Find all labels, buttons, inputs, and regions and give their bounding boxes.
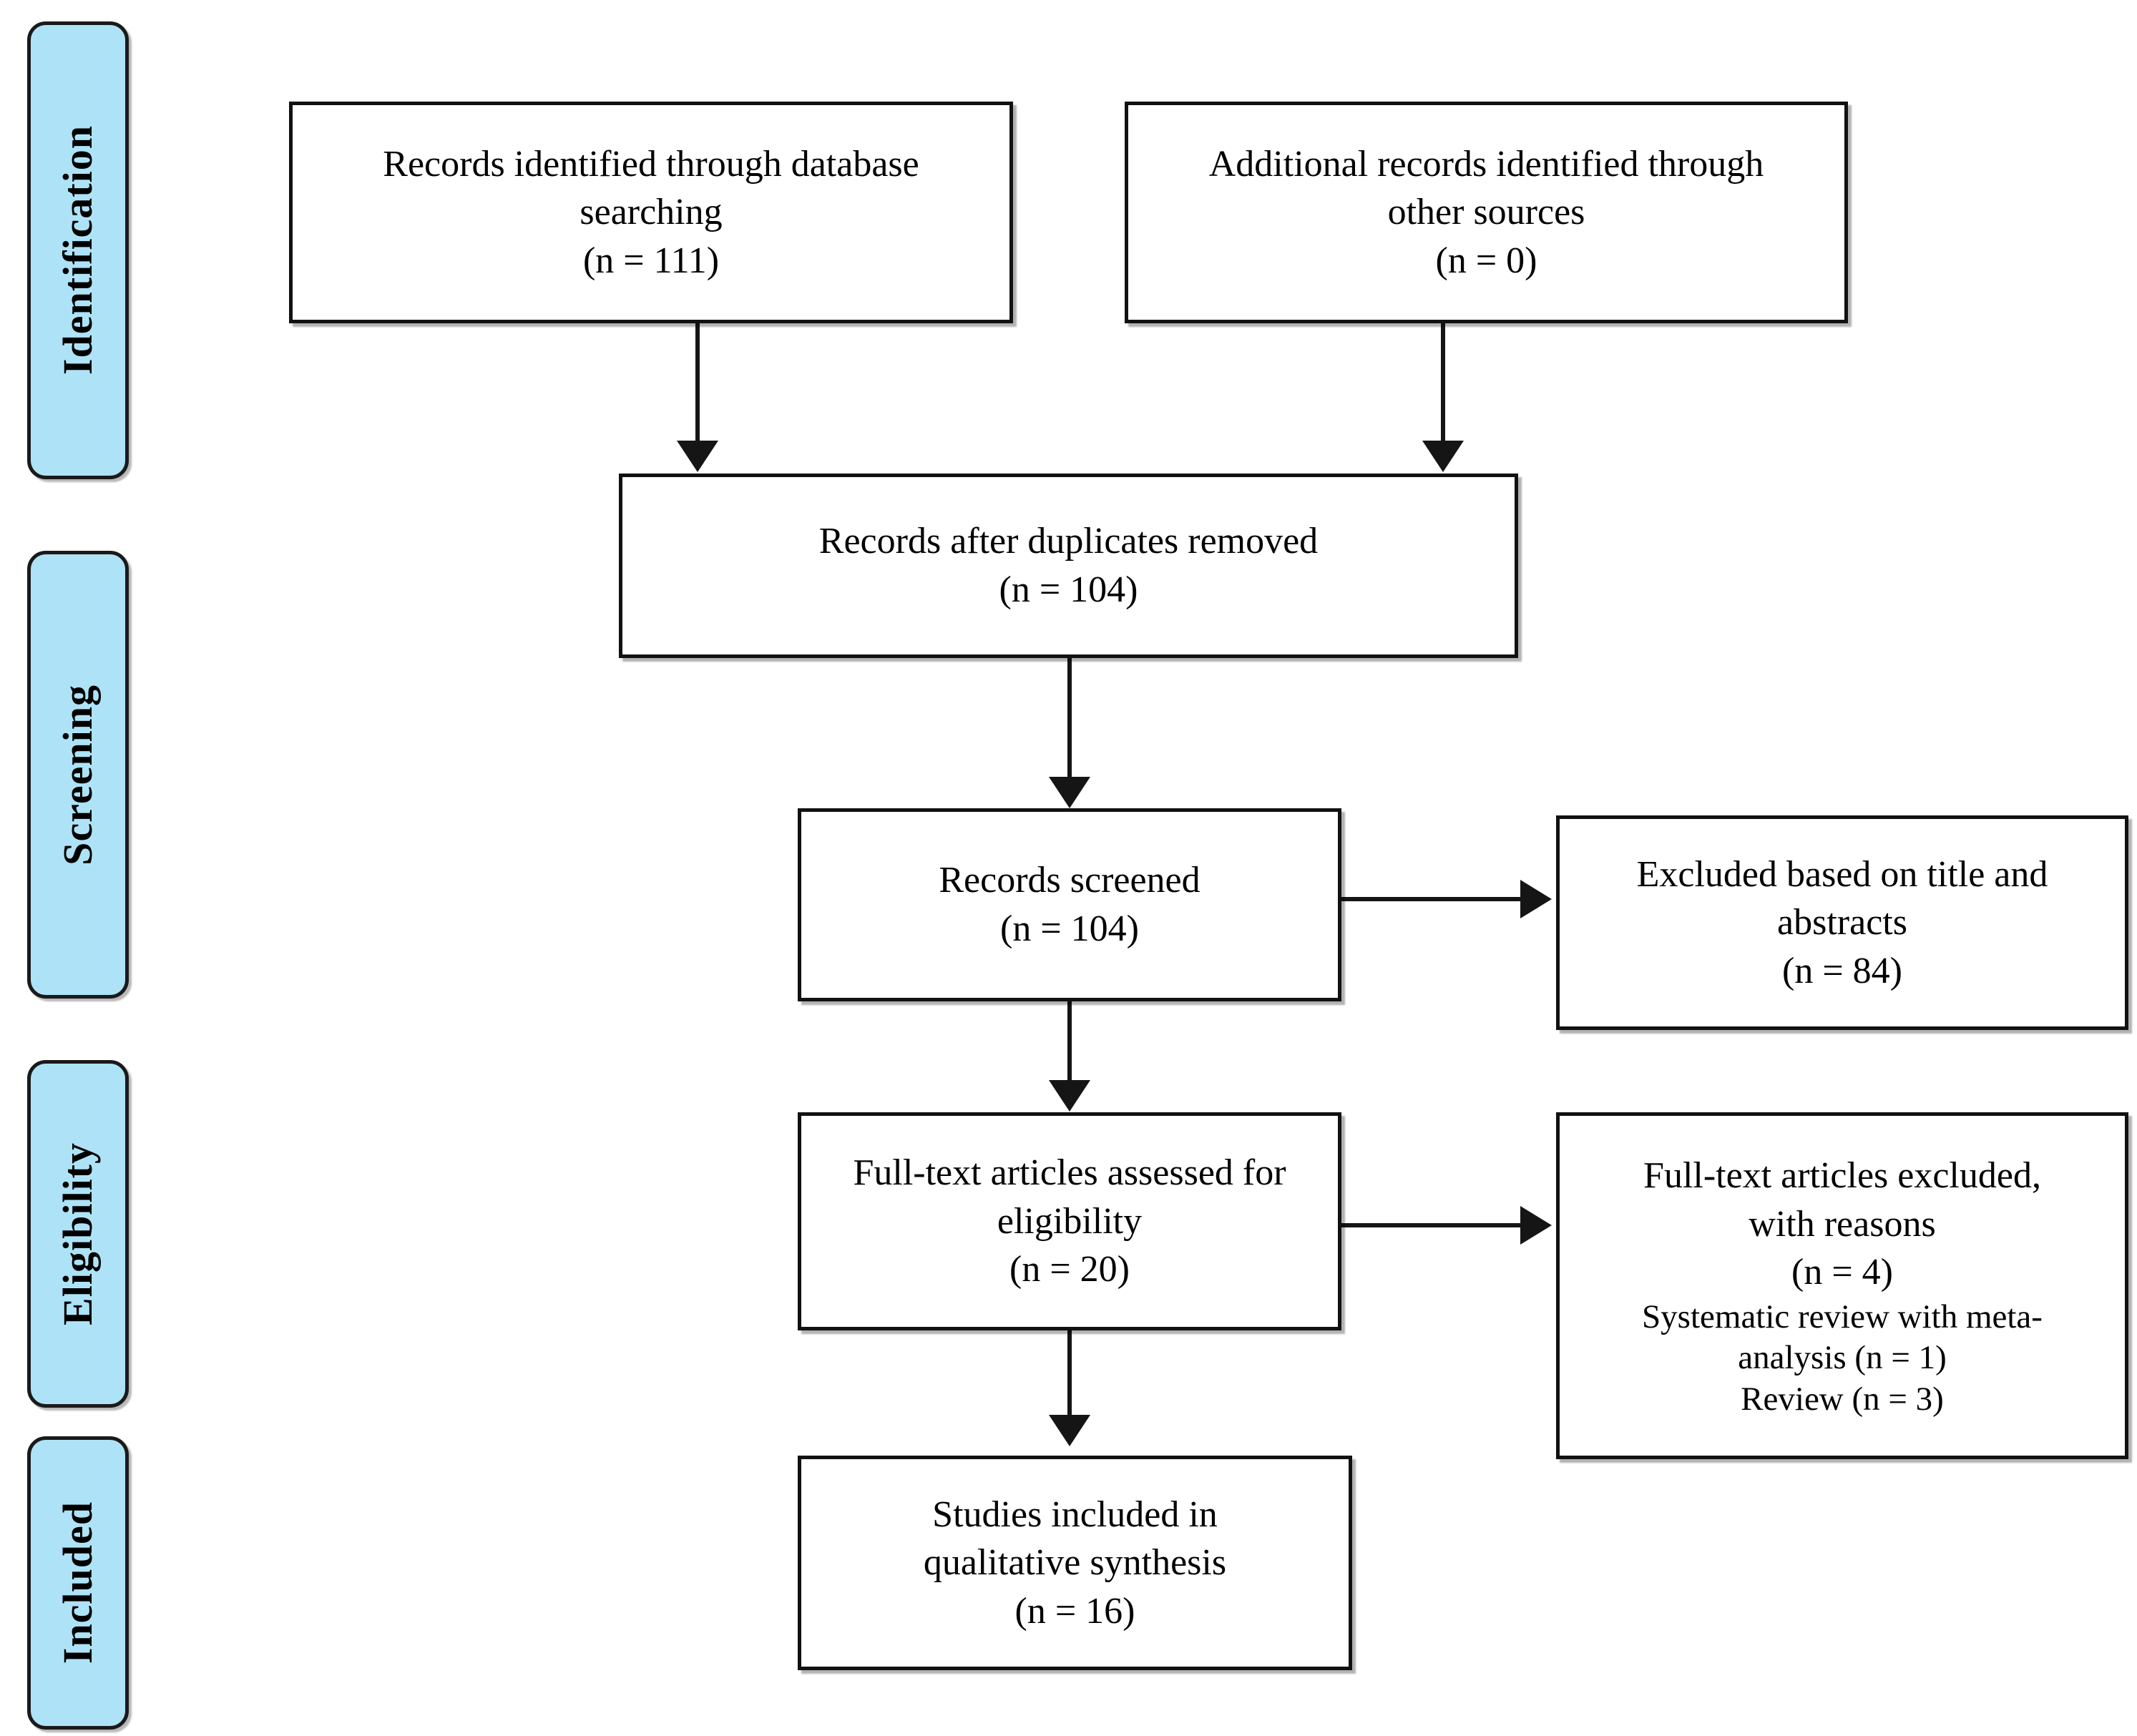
node-line: qualitative synthesis <box>923 1542 1227 1584</box>
node-reason-line: analysis (n = 1) <box>1738 1339 1947 1377</box>
node-reason-line: Review (n = 3) <box>1741 1380 1944 1418</box>
connector-fulltext-to-excluded <box>1341 1223 1522 1227</box>
arrowhead-duplicates-to-screened <box>1049 777 1090 808</box>
connector-database-to-duplicates <box>695 323 700 442</box>
arrowhead-other-to-duplicates <box>1422 441 1464 472</box>
phase-label-screening-text: Screening <box>54 684 101 865</box>
node-line: Records identified through database <box>383 143 919 185</box>
node-studies-included-qualitative-synthesis: Studies included in qualitative synthesi… <box>798 1456 1352 1670</box>
node-reason-line: Systematic review with meta- <box>1642 1298 2043 1335</box>
phase-label-identification: Identification <box>27 21 129 479</box>
node-line: Additional records identified through <box>1208 143 1764 185</box>
phase-label-eligibility-text: Eligibility <box>54 1142 101 1325</box>
node-count: (n = 111) <box>582 240 720 281</box>
node-line: eligibility <box>997 1200 1143 1242</box>
node-line: Full-text articles excluded, <box>1643 1155 2041 1197</box>
node-count: (n = 20) <box>1009 1249 1130 1290</box>
connector-other-to-duplicates <box>1441 323 1445 442</box>
node-records-after-duplicates-removed: Records after duplicates removed (n = 10… <box>619 474 1518 658</box>
phase-label-eligibility: Eligibility <box>27 1060 129 1408</box>
node-excluded-title-abstracts: Excluded based on title and abstracts (n… <box>1556 815 2128 1030</box>
arrowhead-database-to-duplicates <box>677 441 718 472</box>
node-count: (n = 84) <box>1782 950 1902 991</box>
arrowhead-fulltext-to-excluded <box>1520 1206 1552 1245</box>
connector-screened-to-fulltext <box>1067 1001 1072 1082</box>
node-count: (n = 16) <box>1014 1590 1135 1632</box>
node-count: (n = 4) <box>1791 1252 1893 1293</box>
node-line: Records after duplicates removed <box>818 521 1319 562</box>
node-line: Studies included in <box>932 1494 1218 1535</box>
node-line: other sources <box>1387 192 1585 233</box>
node-count: (n = 104) <box>1000 908 1139 949</box>
node-records-identified-database: Records identified through database sear… <box>289 102 1013 323</box>
node-line: Records screened <box>939 860 1200 901</box>
phase-label-included: Included <box>27 1436 129 1730</box>
connector-fulltext-to-included <box>1067 1330 1072 1416</box>
node-line: Full-text articles assessed for <box>853 1152 1286 1194</box>
connector-screened-to-excluded <box>1341 897 1522 901</box>
connector-duplicates-to-screened <box>1067 658 1072 778</box>
phase-label-included-text: Included <box>54 1501 101 1664</box>
phase-label-identification-text: Identification <box>54 125 101 376</box>
node-fulltext-articles-excluded-with-reasons: Full-text articles excluded, with reason… <box>1556 1112 2128 1459</box>
arrowhead-fulltext-to-included <box>1049 1415 1090 1446</box>
arrowhead-screened-to-excluded <box>1520 880 1552 918</box>
phase-label-screening: Screening <box>27 551 129 999</box>
node-line: with reasons <box>1749 1203 1936 1245</box>
node-line: searching <box>580 192 723 233</box>
node-fulltext-articles-assessed: Full-text articles assessed for eligibil… <box>798 1112 1341 1330</box>
arrowhead-screened-to-fulltext <box>1049 1080 1090 1112</box>
node-additional-records-other-sources: Additional records identified through ot… <box>1125 102 1848 323</box>
node-count: (n = 104) <box>999 569 1138 610</box>
node-line: abstracts <box>1777 902 1907 943</box>
node-line: Excluded based on title and <box>1636 853 2048 895</box>
node-records-screened: Records screened (n = 104) <box>798 808 1341 1001</box>
node-count: (n = 0) <box>1435 240 1537 281</box>
